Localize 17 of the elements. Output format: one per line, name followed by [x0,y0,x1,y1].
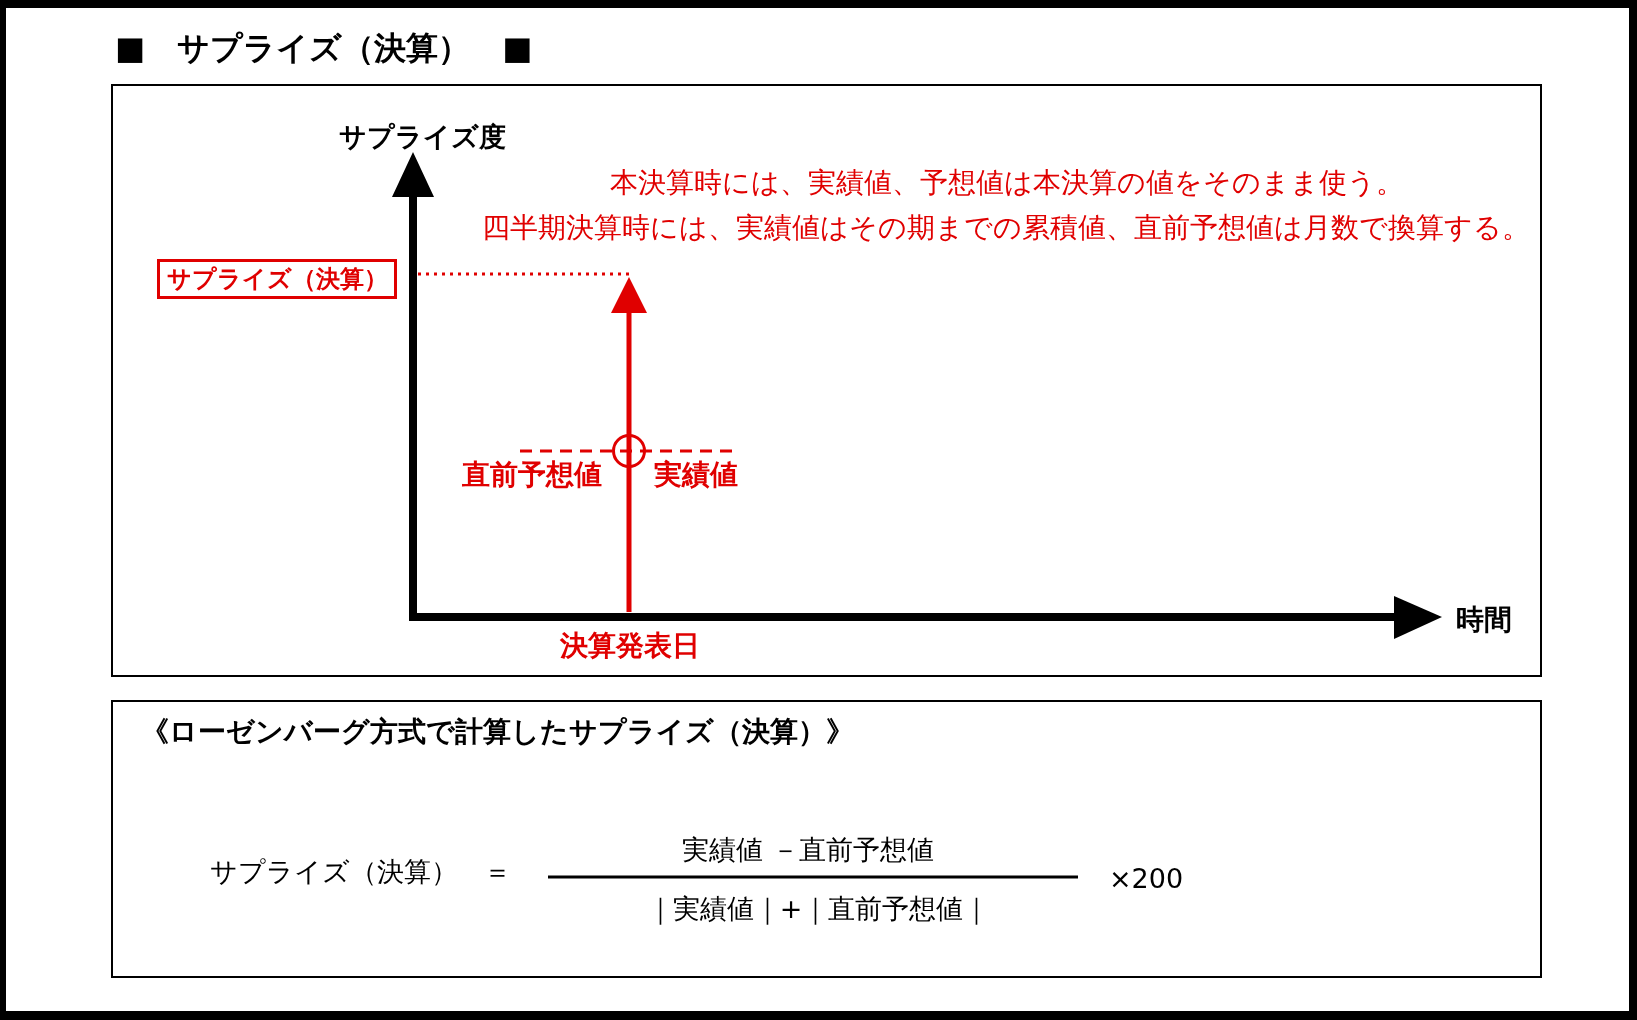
axis-label: 時間 [1456,603,1512,637]
axis-label: サプライズ度 [338,121,506,153]
formula-term: サプライズ（決算） [210,856,458,888]
value-label: 実績値 [654,458,738,492]
label-box: サプライズ（決算） [157,259,397,299]
note-text: 本決算時には、実績値、予想値は本決算の値をそのまま使う。 [610,166,1404,200]
date-label: 決算発表日 [560,629,700,663]
chart-panel [111,84,1542,677]
page-title: ■ サプライズ（決算） ■ [115,29,533,67]
note-text: 四半期決算時には、実績値はその期までの累積値、直前予想値は月数で換算する。 [482,211,1530,245]
numerator: 実績値 －直前予想値 [682,834,934,866]
panel-heading: 《ローゼンバーグ方式で計算したサプライズ（決算）》 [141,715,854,749]
multiplier: ×200 [1109,863,1184,895]
value-label: 直前予想値 [462,458,602,492]
equals-sign: ＝ [483,856,511,888]
formula-panel [111,700,1542,978]
denominator: ｜実績値｜+｜直前予想値｜ [646,893,990,925]
